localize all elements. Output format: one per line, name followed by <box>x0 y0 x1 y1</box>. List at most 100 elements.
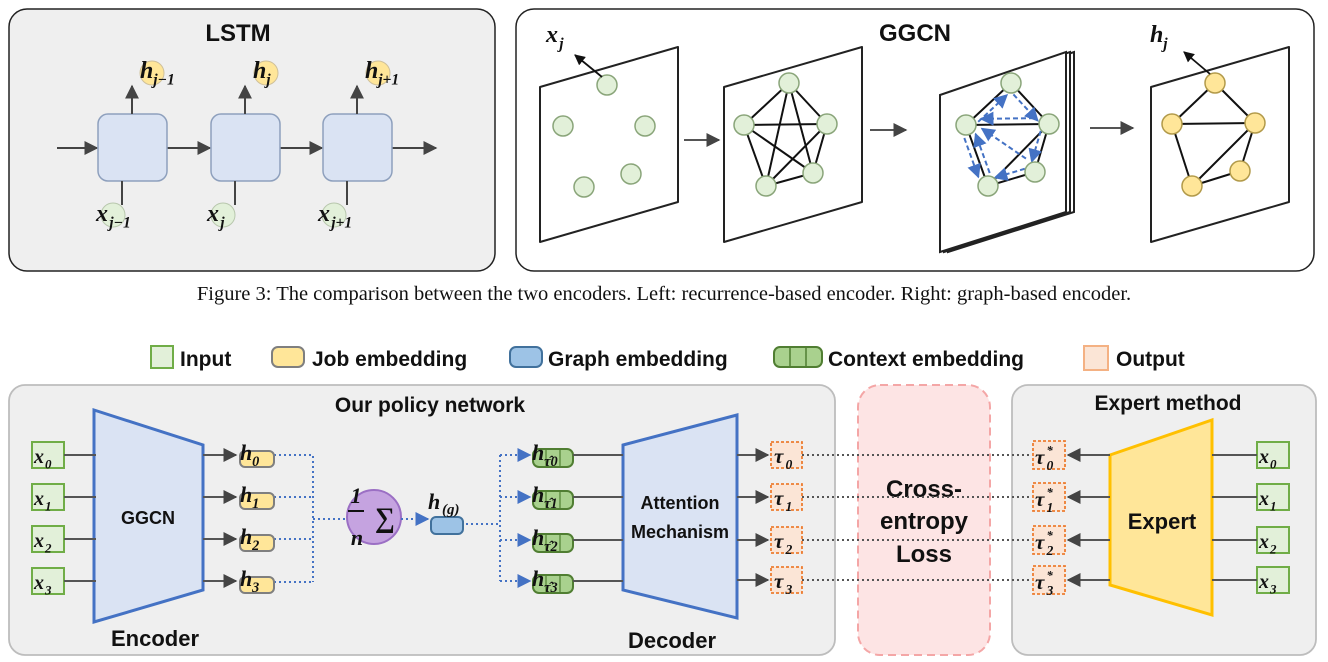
expert-output-label: τ*1 <box>1035 486 1054 515</box>
input-label-base: x <box>33 572 44 594</box>
legend-input-swatch <box>150 345 174 369</box>
ggcn-edge <box>1171 122 1256 125</box>
ggcn-input-node <box>552 115 574 137</box>
job-embedding-label-base: h <box>240 440 252 465</box>
expert-input-label-base: x <box>1258 446 1269 468</box>
context-embedding-label-sub: τ̂2 <box>544 539 558 555</box>
ggcn-input-node <box>620 163 642 185</box>
lstm-output-node <box>139 60 165 86</box>
ggcn-edge <box>765 123 828 187</box>
job-embedding-pill <box>239 450 275 468</box>
job-embedding-label-sub: 2 <box>251 538 259 554</box>
expert-output-label-sub: 0 <box>1047 458 1054 473</box>
lstm-input-label-base: x <box>206 201 219 227</box>
lstm-title: LSTM <box>205 20 270 47</box>
context-embedding-label-base: h <box>532 440 544 465</box>
ggcn-node <box>778 72 800 94</box>
context-embedding-label-base: h <box>532 482 544 507</box>
expert-output-label-base: τ <box>1035 445 1045 469</box>
sum-symbol: ∑ <box>375 503 395 534</box>
input-label-sub: 2 <box>44 541 52 556</box>
input-box-frame <box>31 567 65 595</box>
output-label-sub: 3 <box>785 582 793 597</box>
job-embedding-label-sub: 1 <box>252 496 259 512</box>
context-embedding-pill <box>532 574 574 594</box>
lstm-cell-box <box>97 113 168 182</box>
ggcn-node <box>1024 161 1046 183</box>
lstm-output-label-sub: j−1 <box>150 72 175 89</box>
ggcn-edge <box>765 82 790 187</box>
ggcn-message-arrow <box>977 93 1009 123</box>
output-label-base: τ <box>774 486 784 510</box>
encoder-ggcn-label: GGCN <box>121 508 175 528</box>
decoder-label: Decoder <box>628 628 716 653</box>
ggcn-input-node <box>573 176 595 198</box>
ggcn-output-node <box>1204 72 1226 94</box>
ggcn-message-arrow <box>963 137 981 179</box>
loss-label-line1: Cross- <box>886 476 962 503</box>
expert-output-label-sup: * <box>1047 569 1054 583</box>
legend: Input Job embedding Graph embedding Cont… <box>150 345 1185 371</box>
attention-label-line2: Mechanism <box>631 522 729 542</box>
legend-input-label: Input <box>180 348 231 371</box>
sum-denominator: n <box>351 525 363 550</box>
ggcn-node <box>955 114 977 136</box>
lstm-input-label-base: x <box>317 201 330 227</box>
lstm-output-label-sub: j+1 <box>375 72 399 89</box>
expert-output-frame <box>1032 525 1066 555</box>
context-embedding-label-base: h <box>532 566 544 591</box>
figure-caption: Figure 3: The comparison between the two… <box>197 283 1131 305</box>
legend-graph-label: Graph embedding <box>548 348 728 371</box>
legend-job-swatch <box>271 346 305 368</box>
ggcn-message-arrow <box>979 111 1034 126</box>
lstm-input-label-sub: j <box>217 215 225 232</box>
ggcn-encoder-block: GGCN <box>92 407 205 625</box>
policy-network-title: Our policy network <box>335 394 526 417</box>
ggcn-title: GGCN <box>879 20 951 47</box>
pooling-connectors <box>274 448 532 588</box>
loss-label-line2: entropy <box>880 508 969 535</box>
ggcn-message-arrow <box>1012 93 1039 122</box>
expert-input-frame <box>1256 483 1290 511</box>
ggcn-node <box>733 114 755 136</box>
encoder-label: Encoder <box>111 626 199 651</box>
context-embedding-label-sub: τ̂1 <box>544 496 558 512</box>
ggcn-panel-frame <box>515 8 1315 272</box>
legend-job-label: Job embedding <box>312 348 467 371</box>
context-embedding-label-sub: τ̂0 <box>544 454 558 470</box>
expert-output-label: τ*0 <box>1035 444 1054 473</box>
ggcn-input-node <box>596 74 618 96</box>
output-box-frame <box>770 441 803 469</box>
cross-entropy-loss-block: Cross- entropy Loss <box>857 384 991 656</box>
ggcn-message-arrow <box>973 132 991 174</box>
job-embedding-pill <box>239 534 275 552</box>
output-label-sub: 1 <box>786 499 793 514</box>
ggcn-input-label-base: x <box>545 22 558 48</box>
ggcn-node <box>1038 113 1060 135</box>
ggcn-output-label-base: h <box>1150 22 1163 48</box>
job-embedding-pill <box>239 576 275 594</box>
